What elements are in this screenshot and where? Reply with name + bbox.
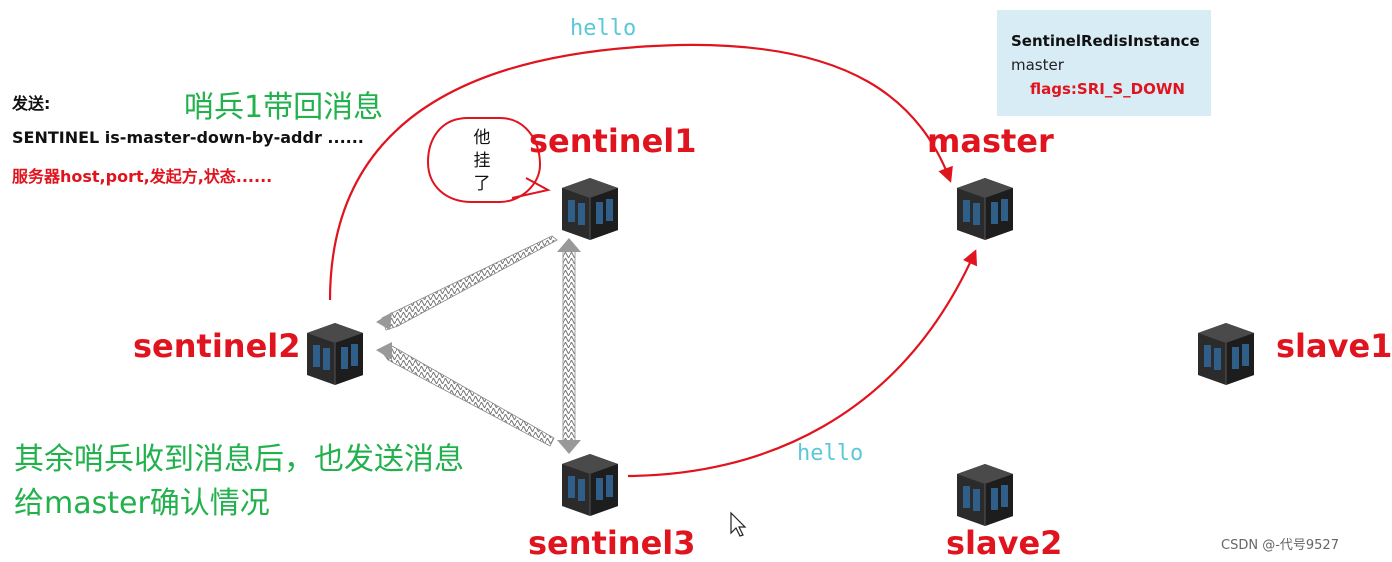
sentinel-connectors	[376, 235, 581, 454]
watermark: CSDN @-代号9527	[1221, 538, 1339, 553]
send-command: SENTINEL is-master-down-by-addr ......	[12, 128, 364, 147]
arrowhead-left-top	[376, 312, 392, 330]
send-params: 服务器host,port,发起方,状态......	[12, 167, 273, 186]
bubble-line3: 了	[473, 174, 491, 194]
server-icon[interactable]	[949, 456, 1021, 528]
hello-arc-to-master	[328, 43, 953, 301]
info-box-subtitle: master	[1011, 56, 1064, 74]
info-box-title: SentinelRedisInstance	[1011, 32, 1200, 50]
bubble-line2: 挂	[473, 151, 491, 171]
server-icon[interactable]	[949, 170, 1021, 242]
connector-s2-s1	[381, 235, 558, 331]
hello-label-top: hello	[570, 16, 637, 41]
node-label-sentinel2: sentinel2	[133, 327, 301, 365]
sentinel3-arc-to-master	[627, 249, 978, 478]
node-label-sentinel3: sentinel3	[528, 524, 696, 562]
mouse-cursor-icon[interactable]	[730, 511, 747, 537]
node-label-slave2: slave2	[946, 524, 1063, 562]
send-label: 发送:	[12, 94, 51, 113]
others-note-line2: 给master确认情况	[14, 486, 270, 521]
node-label-slave1: slave1	[1276, 327, 1392, 365]
bubble-text: 他 挂 了	[464, 127, 500, 196]
arrowhead-up	[557, 238, 581, 252]
server-icon[interactable]	[554, 170, 626, 242]
node-label-sentinel1: sentinel1	[529, 122, 697, 160]
hello-label-bottom: hello	[797, 441, 864, 466]
arrowhead-down	[557, 440, 581, 454]
arrowhead-left-bottom	[376, 342, 392, 360]
others-note-line1: 其余哨兵收到消息后，也发送消息	[14, 442, 464, 477]
server-icon[interactable]	[554, 446, 626, 518]
connector-s1-s3	[562, 249, 576, 443]
server-icon[interactable]	[299, 315, 371, 387]
bubble-line1: 他	[473, 128, 491, 148]
sentinel1-return-note: 哨兵1带回消息	[184, 90, 384, 125]
info-box-flags: flags:SRI_S_DOWN	[1030, 80, 1185, 98]
connector-s2-s3	[381, 345, 555, 447]
node-label-master: master	[927, 122, 1054, 160]
speech-bubble-icon	[426, 117, 551, 203]
sentinel-redis-instance-box: SentinelRedisInstance master flags:SRI_S…	[997, 10, 1211, 116]
server-icon[interactable]	[1190, 315, 1262, 387]
